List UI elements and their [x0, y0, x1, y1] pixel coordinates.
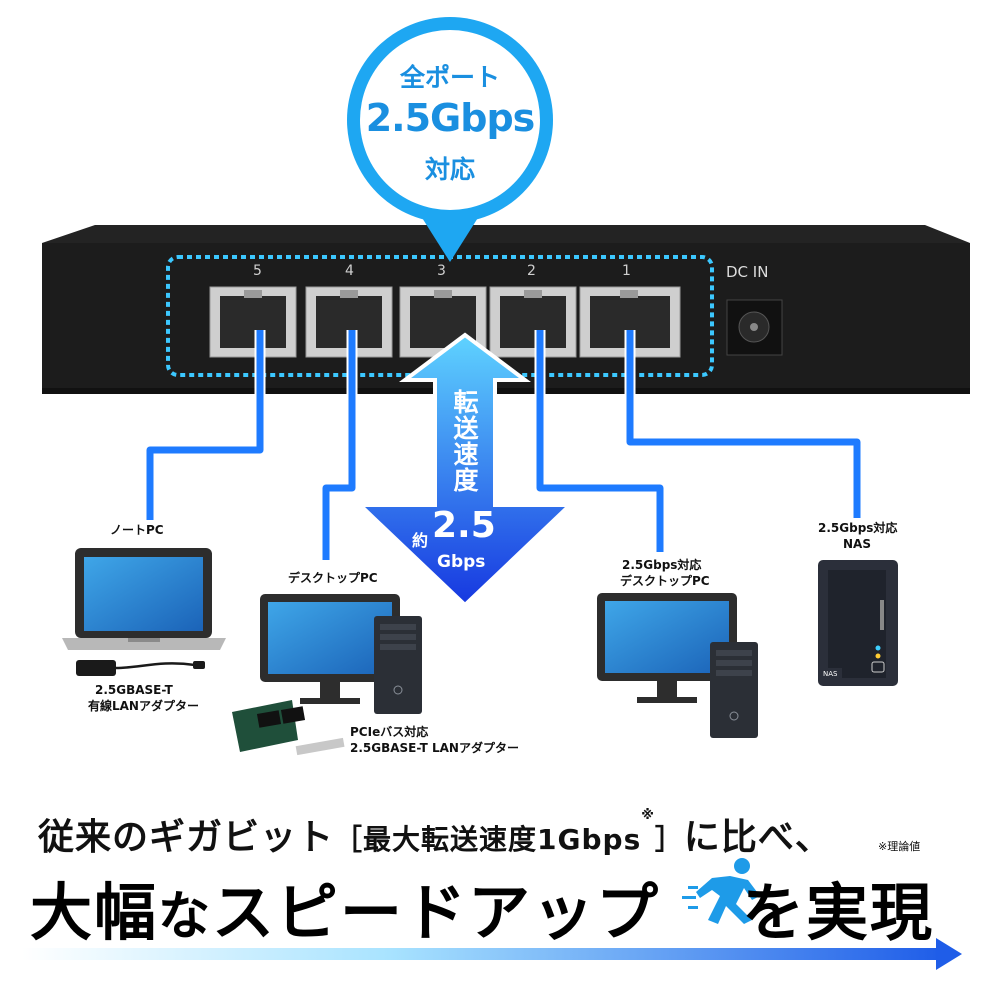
- desktop25-label-2: デスクトップPC: [620, 574, 710, 588]
- badge-line2: 2.5Gbps: [365, 96, 536, 140]
- usb-lan-adapter-icon: [76, 660, 205, 676]
- port-number-2: 2: [527, 263, 536, 279]
- nas-icon: [818, 560, 898, 686]
- pcie-card-icon: [232, 700, 345, 756]
- usb-adapter-label-2: 有線LANアダプター: [88, 699, 199, 713]
- port-5: [209, 286, 297, 358]
- headline-line2-c: スピードアップ: [212, 876, 661, 949]
- speed-unit: Gbps: [437, 552, 486, 572]
- port-number-1: 1: [622, 263, 631, 279]
- headline-line1: 従来のギガビット［最大転送速度1Gbps※］に比べ、: [38, 808, 832, 860]
- nas-box-text: NAS: [823, 670, 838, 678]
- headline-line1-a: 従来のギガビット: [38, 817, 335, 858]
- port-number-3: 3: [437, 263, 446, 279]
- port-1: [579, 286, 681, 358]
- desktop25-label-1: 2.5Gbps対応: [622, 558, 702, 572]
- pcie-label-2: 2.5GBASE-T LANアダプター: [350, 741, 519, 755]
- speed-label: 転送速度: [453, 388, 479, 495]
- headline-line2: 大幅なスピードアップ を実現: [30, 862, 934, 952]
- nas-label-1: 2.5Gbps対応: [818, 521, 898, 535]
- headline-line1-b: ［最大転送速度1Gbps: [334, 823, 642, 856]
- footnote: ※理論値: [878, 840, 921, 853]
- runner-icon: [682, 858, 760, 924]
- speed-value: 2.5: [432, 505, 496, 546]
- port-number-4: 4: [345, 263, 354, 279]
- badge-line1: 全ポート: [399, 63, 500, 92]
- speed-badge: [347, 17, 553, 262]
- headline-line2-b: な: [158, 887, 213, 947]
- laptop-label: ノートPC: [110, 523, 164, 537]
- dc-in-label: DC IN: [726, 263, 769, 281]
- headline-line1-d: に比べ、: [683, 817, 832, 858]
- usb-adapter-label-1: 2.5GBASE-T: [95, 683, 173, 697]
- speed-prefix: 約: [412, 531, 429, 550]
- desktop-label: デスクトップPC: [288, 571, 378, 585]
- headline-line1-c: ］: [654, 823, 684, 856]
- speed-arrow: [355, 332, 575, 608]
- bottom-arrow: [22, 938, 962, 970]
- port-number-5: 5: [253, 263, 262, 279]
- network-switch: [42, 225, 970, 394]
- headline-line2-a: 大幅: [30, 876, 159, 949]
- pcie-label-1: PCIeバス対応: [350, 725, 429, 739]
- headline-line1-sup: ※: [641, 808, 655, 823]
- dc-jack: [726, 299, 783, 356]
- desktop-pc-25g-icon: [597, 593, 758, 738]
- headline-line2-d: を実現: [742, 876, 935, 949]
- nas-label-2: NAS: [843, 537, 871, 551]
- connection-lines: [144, 330, 863, 560]
- laptop-icon: [62, 548, 226, 650]
- port-3: [399, 286, 487, 358]
- desktop-pc-icon: [260, 594, 422, 714]
- badge-line3: 対応: [424, 155, 475, 184]
- port-2: [489, 286, 577, 358]
